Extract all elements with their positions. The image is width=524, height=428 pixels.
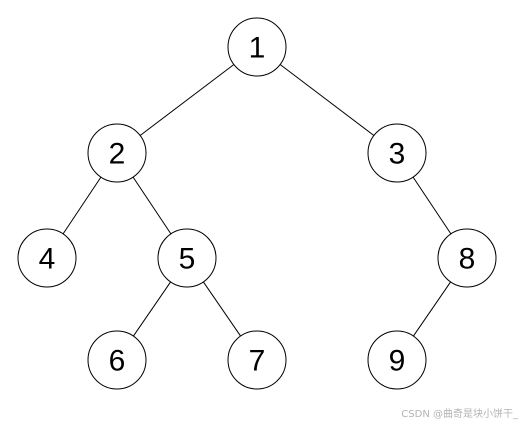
- tree-node-6: 6: [87, 330, 147, 390]
- edge-5-6: [132, 281, 172, 337]
- edge-1-3: [279, 64, 375, 136]
- tree-node-3: 3: [367, 123, 427, 183]
- tree-node-8: 8: [437, 228, 497, 288]
- tree-node-9: 9: [367, 330, 427, 390]
- node-label: 5: [179, 243, 196, 276]
- node-circle: [367, 123, 427, 183]
- node-circle: [17, 228, 77, 288]
- node-circle: [157, 228, 217, 288]
- tree-node-2: 2: [87, 123, 147, 183]
- node-circle: [437, 228, 497, 288]
- tree-edges: [62, 64, 452, 337]
- watermark-text: CSDN @曲奇是块小饼干_: [401, 409, 518, 420]
- edge-2-5: [132, 176, 172, 235]
- edge-3-8: [412, 176, 452, 235]
- node-circle: [227, 330, 287, 390]
- node-label: 6: [109, 345, 126, 378]
- edge-5-7: [202, 281, 242, 337]
- node-label: 2: [109, 138, 126, 171]
- tree-node-5: 5: [157, 228, 217, 288]
- node-label: 3: [389, 138, 406, 171]
- node-circle: [87, 330, 147, 390]
- node-circle: [87, 123, 147, 183]
- node-label: 9: [389, 345, 406, 378]
- node-circle: [227, 17, 287, 77]
- tree-node-1: 1: [227, 17, 287, 77]
- node-label: 4: [39, 243, 56, 276]
- node-circle: [367, 330, 427, 390]
- edge-1-2: [139, 64, 235, 136]
- edge-8-9: [412, 281, 452, 337]
- tree-node-4: 4: [17, 228, 77, 288]
- tree-nodes: 1 2 3 4 5 8 6 7 9: [17, 17, 497, 390]
- node-label: 7: [249, 345, 266, 378]
- node-label: 8: [459, 243, 476, 276]
- node-label: 1: [249, 32, 266, 65]
- edge-2-4: [62, 176, 102, 235]
- tree-node-7: 7: [227, 330, 287, 390]
